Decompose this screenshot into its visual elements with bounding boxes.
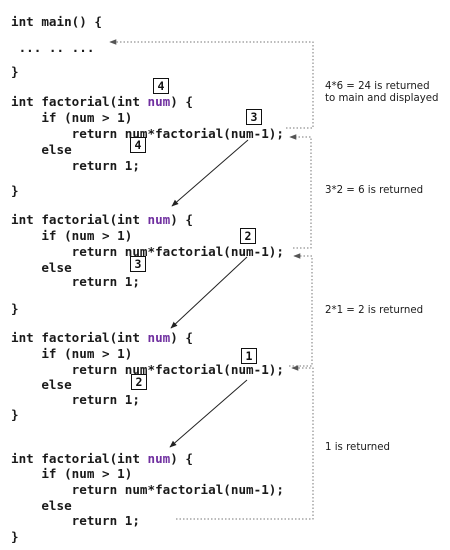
ret-pre: return bbox=[11, 482, 125, 497]
sig-pre: int factorial(int bbox=[11, 451, 148, 466]
main-body-ellipsis: ... .. ... bbox=[11, 40, 95, 55]
sig-param: num bbox=[147, 212, 171, 227]
ret-pre: return bbox=[11, 126, 125, 141]
main-close-brace: } bbox=[11, 64, 19, 79]
ret-post: *factorial(num-1); bbox=[147, 126, 284, 141]
ret-num: num bbox=[124, 244, 148, 259]
factorial-1-else: else bbox=[11, 142, 72, 157]
return-arrow-to-call-1 bbox=[289, 134, 312, 249]
sig-post: ) { bbox=[170, 451, 193, 466]
factorial-2-else-box: 3 bbox=[130, 256, 146, 272]
factorial-2-if: if (num > 1) bbox=[11, 228, 133, 243]
factorial-3-signature: int factorial(int num) { bbox=[11, 330, 193, 345]
factorial-2-return-1: return 1; bbox=[11, 274, 140, 289]
factorial-2-signature: int factorial(int num) { bbox=[11, 212, 193, 227]
factorial-3-call-box: 1 bbox=[241, 348, 257, 364]
factorial-4-return-1: return 1; bbox=[11, 513, 140, 528]
factorial-3-return-call: return num*factorial(num-1); bbox=[11, 362, 284, 377]
ret-post: *factorial(num-1); bbox=[147, 362, 284, 377]
sig-pre: int factorial(int bbox=[11, 330, 148, 345]
sig-post: ) { bbox=[170, 94, 193, 109]
return-note-1-line-2: to main and displayed bbox=[325, 93, 439, 104]
factorial-2-close: } bbox=[11, 301, 19, 316]
factorial-4-return-call: return num*factorial(num-1); bbox=[11, 482, 284, 497]
ret-post: *factorial(num-1); bbox=[147, 244, 284, 259]
factorial-1-if: if (num > 1) bbox=[11, 110, 133, 125]
return-arrow-to-call-3 bbox=[176, 365, 314, 520]
return-arrow-to-main bbox=[109, 39, 314, 129]
factorial-3-close: } bbox=[11, 407, 19, 422]
sig-param: num bbox=[147, 330, 171, 345]
factorial-4-signature: int factorial(int num) { bbox=[11, 451, 193, 466]
factorial-1-close: } bbox=[11, 183, 19, 198]
ret-pre: return bbox=[11, 362, 125, 377]
factorial-3-return-1: return 1; bbox=[11, 392, 140, 407]
return-note-2: 3*2 = 6 is returned bbox=[325, 185, 424, 196]
ret-post: *factorial(num-1); bbox=[147, 482, 284, 497]
return-note-1-line-1: 4*6 = 24 is returned bbox=[325, 81, 430, 92]
sig-pre: int factorial(int bbox=[11, 212, 148, 227]
factorial-1-else-box: 4 bbox=[130, 137, 146, 153]
main-signature: int main() { bbox=[11, 14, 102, 29]
factorial-2-else: else bbox=[11, 260, 72, 275]
factorial-4-close: } bbox=[11, 529, 19, 544]
ret-pre: return bbox=[11, 244, 125, 259]
return-note-3: 2*1 = 2 is returned bbox=[325, 305, 424, 316]
ret-num: num bbox=[124, 482, 148, 497]
factorial-3-else: else bbox=[11, 377, 72, 392]
sig-post: ) { bbox=[170, 330, 193, 345]
factorial-1-signature: int factorial(int num) { bbox=[11, 94, 193, 109]
factorial-1-param-box: 4 bbox=[153, 78, 169, 94]
factorial-2-call-box: 2 bbox=[240, 228, 256, 244]
call-arrow-1 bbox=[171, 139, 249, 207]
call-arrow-3 bbox=[169, 379, 248, 448]
factorial-3-else-box: 2 bbox=[131, 374, 147, 390]
factorial-4-if: if (num > 1) bbox=[11, 466, 133, 481]
sig-pre: int factorial(int bbox=[11, 94, 148, 109]
call-arrow-2 bbox=[170, 256, 248, 329]
factorial-4-else: else bbox=[11, 498, 72, 513]
sig-param: num bbox=[147, 94, 171, 109]
return-note-4: 1 is returned bbox=[325, 442, 390, 453]
factorial-3-if: if (num > 1) bbox=[11, 346, 133, 361]
factorial-1-return-1: return 1; bbox=[11, 158, 140, 173]
factorial-2-return-call: return num*factorial(num-1); bbox=[11, 244, 284, 259]
factorial-1-call-box: 3 bbox=[246, 109, 262, 125]
return-arrow-to-call-2 bbox=[289, 253, 313, 367]
sig-post: ) { bbox=[170, 212, 193, 227]
sig-param: num bbox=[147, 451, 171, 466]
ret-num: num bbox=[124, 362, 148, 377]
